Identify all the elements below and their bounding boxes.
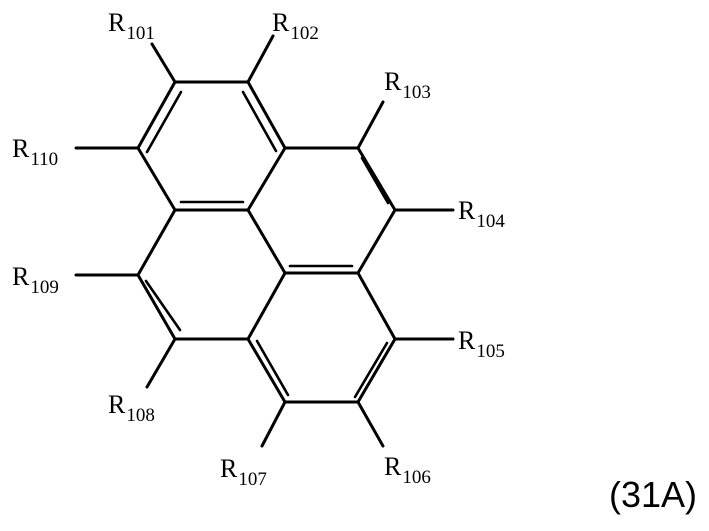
label-letter: R <box>458 196 476 225</box>
label-letter: R <box>272 8 290 37</box>
label-subscript: 107 <box>238 469 267 490</box>
label-r108: R108 <box>108 390 155 426</box>
label-letter: R <box>108 8 126 37</box>
label-letter: R <box>384 67 402 96</box>
label-letter: R <box>458 326 476 355</box>
label-subscript: 102 <box>290 23 319 44</box>
label-subscript: 105 <box>476 341 505 362</box>
label-r107: R107 <box>220 454 267 490</box>
label-r110: R110 <box>12 134 58 170</box>
ring-bonds <box>136 80 397 404</box>
label-letter: R <box>12 134 30 163</box>
figure-caption: (31A) <box>608 474 697 515</box>
label-subscript: 108 <box>126 405 155 426</box>
label-subscript: 110 <box>30 149 59 170</box>
label-r105: R105 <box>458 326 505 362</box>
label-r109: R109 <box>12 262 59 298</box>
label-letter: R <box>384 452 402 481</box>
double-bonds <box>144 90 390 399</box>
label-letter: R <box>108 390 126 419</box>
substituent-bonds <box>74 34 455 448</box>
label-r104: R104 <box>458 196 505 232</box>
label-subscript: 101 <box>126 23 155 44</box>
label-subscript: 103 <box>402 82 431 103</box>
label-r101: R101 <box>108 8 155 44</box>
label-letter: R <box>12 262 30 291</box>
label-subscript: 109 <box>30 277 59 298</box>
label-r102: R102 <box>272 8 319 44</box>
label-r106: R106 <box>384 452 431 488</box>
label-letter: R <box>220 454 238 483</box>
label-subscript: 106 <box>402 467 431 488</box>
label-r103: R103 <box>384 67 431 103</box>
label-subscript: 104 <box>476 211 505 232</box>
